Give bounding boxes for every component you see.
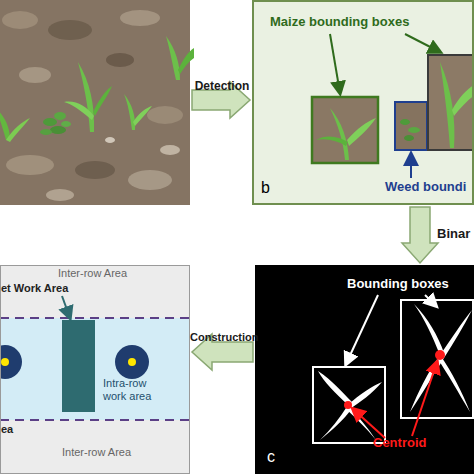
leader-line — [412, 362, 437, 436]
binary-panel: Bounding boxesCentroid c — [255, 265, 474, 474]
callout-label: Centroid — [373, 436, 426, 451]
photo-panel — [0, 0, 190, 205]
maize-leaf — [133, 106, 152, 126]
edge-label: Construction — [190, 331, 256, 344]
plant-mask — [346, 405, 376, 440]
block-arrow — [402, 207, 438, 263]
soil — [0, 0, 190, 205]
weed-leaf — [40, 129, 52, 135]
work-area-panel — [0, 265, 190, 474]
edge-label: Detection — [193, 80, 251, 94]
weed-leaf — [61, 121, 71, 127]
maize-leaf — [93, 86, 112, 116]
soil-clod — [19, 67, 51, 83]
leader-line — [62, 296, 70, 318]
crop-centroid — [1, 358, 9, 366]
target-work-area — [62, 320, 95, 412]
leader-line — [330, 34, 340, 93]
weed-leaf — [54, 112, 66, 120]
edge-label: Binar — [437, 227, 474, 242]
soil-clod — [147, 106, 183, 124]
maize-leaf — [347, 118, 376, 146]
leader-line — [346, 295, 378, 364]
maize-bounding-box — [312, 97, 378, 163]
leader-line — [410, 154, 412, 178]
maize-leaf — [0, 108, 10, 140]
field-photo — [0, 0, 194, 205]
weed-leaf — [400, 119, 410, 125]
soil-clod — [46, 189, 74, 201]
maize-leaf — [316, 136, 348, 146]
maize-leaf — [124, 94, 135, 130]
detection-panel: Maize bounding boxes b Weed boundi — [252, 0, 474, 205]
binary-panel — [255, 265, 474, 474]
weed-leaf — [404, 135, 414, 141]
pebble — [105, 137, 115, 143]
area-label: Inter-row Area — [62, 446, 131, 459]
soil-clod — [48, 20, 92, 40]
callout-label: Maize bounding boxes — [270, 15, 409, 30]
plant-mask — [320, 405, 352, 440]
soil-clod — [106, 53, 134, 67]
plant-mask — [318, 371, 352, 405]
crop-circle — [0, 345, 22, 379]
work-area-panel: Inter-row Area et Work AreaIntra-row work… — [0, 265, 190, 474]
plant-mask — [348, 382, 382, 409]
panel-background — [255, 265, 474, 474]
soil-clod — [2, 11, 38, 29]
maize-leaf — [166, 36, 180, 80]
row-boundary — [0, 317, 190, 319]
bounding-box — [401, 300, 473, 418]
plant-mask — [414, 304, 444, 355]
soil-clod — [120, 10, 160, 26]
area-label: Inter-row Area — [58, 267, 127, 280]
maize-leaf — [440, 62, 454, 148]
weed-leaf — [43, 118, 57, 126]
maize-bounding-box — [428, 55, 474, 150]
centroid-dot — [435, 350, 445, 360]
area-label: Intra-row work area — [103, 377, 167, 402]
maize-leaf — [6, 118, 30, 142]
area-label: ea — [1, 423, 13, 436]
callout-label: Weed boundi — [385, 180, 466, 195]
leader-line — [353, 409, 385, 438]
maize-leaf — [64, 102, 94, 120]
inter-row-area — [0, 265, 190, 474]
leader-line — [425, 295, 436, 306]
maize-leaf — [78, 62, 94, 132]
detection-panel — [252, 0, 474, 205]
soil-clod — [75, 161, 115, 179]
weed-bounding-box — [395, 102, 427, 150]
crop-centroid — [128, 358, 136, 366]
plant-mask — [410, 355, 444, 412]
crop-circle — [115, 345, 149, 379]
callout-label: Bounding boxes — [347, 277, 449, 292]
intra-row-band — [0, 318, 190, 420]
row-boundary — [0, 419, 190, 421]
weed-leaf — [408, 127, 420, 133]
maize-leaf — [330, 108, 349, 160]
plant-mask — [440, 310, 472, 358]
soil-clod — [6, 155, 54, 175]
area-label: et Work Area — [1, 282, 68, 295]
weed-leaf — [50, 126, 66, 134]
leader-line — [405, 34, 440, 52]
maize-leaf — [178, 48, 194, 74]
panel-letter: c — [267, 448, 275, 466]
pebble — [160, 145, 180, 155]
maize-leaf — [452, 84, 474, 116]
centroid-dot — [344, 401, 352, 409]
bounding-box — [313, 367, 385, 443]
plant-mask — [437, 355, 470, 412]
soil-clod — [128, 170, 172, 190]
panel-letter: b — [261, 179, 270, 197]
